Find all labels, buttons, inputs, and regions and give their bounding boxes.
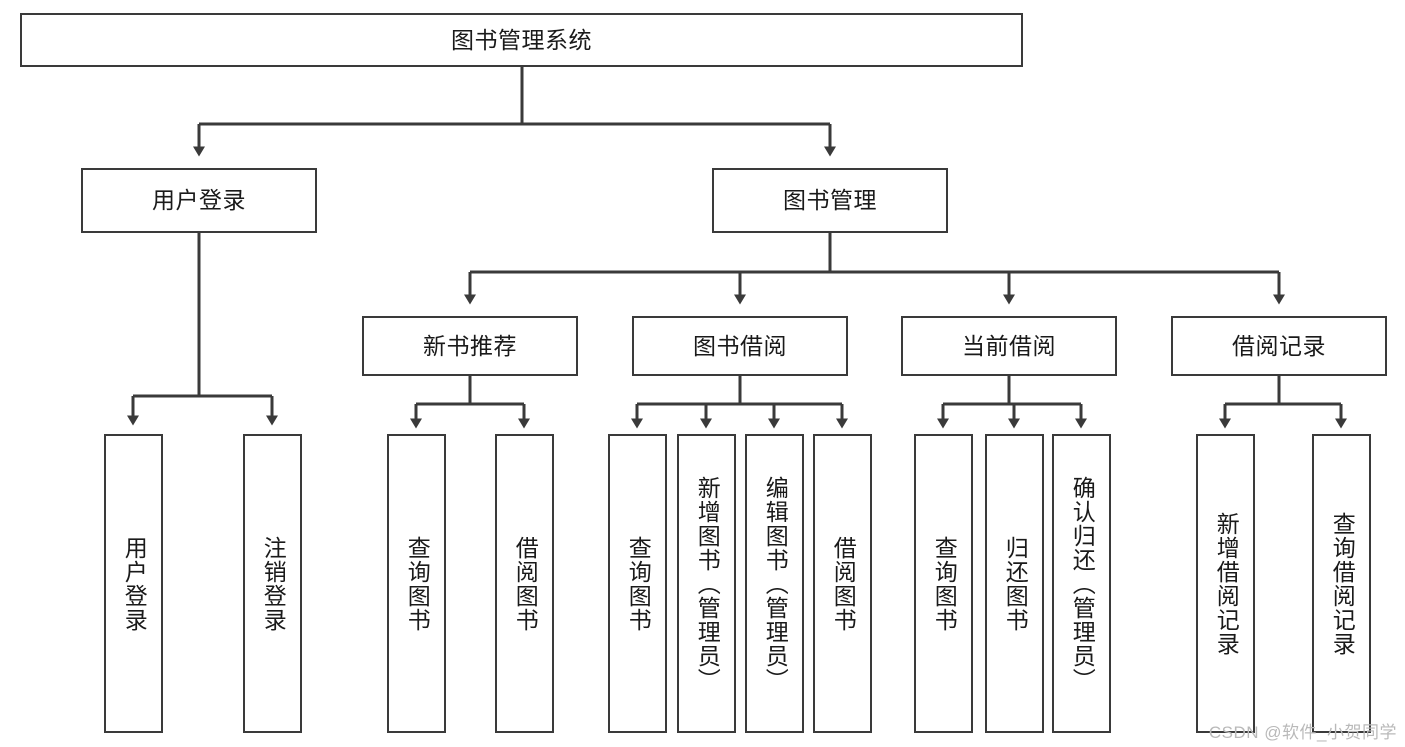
node-leaf-borrow-book-2-label: 借阅图书: [830, 535, 857, 632]
node-leaf-edit-book[interactable]: 编辑图书（管理员）: [745, 434, 804, 733]
node-leaf-logout-login[interactable]: 注销登录: [243, 434, 302, 733]
node-leaf-add-book-label: 新增图书（管理员）: [694, 475, 721, 692]
node-leaf-query-book-3-label: 查询图书: [931, 535, 958, 632]
node-new-book-recommend[interactable]: 新书推荐: [362, 316, 578, 376]
node-root-label: 图书管理系统: [451, 26, 592, 53]
node-leaf-logout-login-label: 注销登录: [260, 535, 287, 632]
node-leaf-borrow-book-1-label: 借阅图书: [512, 535, 539, 632]
node-leaf-add-record[interactable]: 新增借阅记录: [1196, 434, 1255, 733]
node-leaf-query-book-2[interactable]: 查询图书: [608, 434, 667, 733]
node-user-login-label: 用户登录: [152, 187, 246, 214]
node-root[interactable]: 图书管理系统: [20, 13, 1023, 67]
node-leaf-query-book-2-label: 查询图书: [625, 535, 652, 632]
node-book-manage-label: 图书管理: [783, 187, 877, 214]
node-leaf-borrow-book-2[interactable]: 借阅图书: [813, 434, 872, 733]
node-leaf-confirm-return[interactable]: 确认归还（管理员）: [1052, 434, 1111, 733]
node-leaf-borrow-book-1[interactable]: 借阅图书: [495, 434, 554, 733]
node-leaf-query-record[interactable]: 查询借阅记录: [1312, 434, 1371, 733]
node-current-borrow-label: 当前借阅: [962, 332, 1056, 359]
node-leaf-return-book-label: 归还图书: [1002, 535, 1029, 632]
node-user-login[interactable]: 用户登录: [81, 168, 317, 233]
node-leaf-return-book[interactable]: 归还图书: [985, 434, 1044, 733]
node-borrow-record[interactable]: 借阅记录: [1171, 316, 1387, 376]
node-leaf-add-record-label: 新增借阅记录: [1213, 511, 1240, 656]
node-borrow-record-label: 借阅记录: [1232, 332, 1326, 359]
csdn-watermark: CSDN @软件_小贺同学: [1208, 723, 1397, 742]
node-book-borrow-label: 图书借阅: [693, 332, 787, 359]
node-new-book-recommend-label: 新书推荐: [423, 332, 517, 359]
node-leaf-edit-book-label: 编辑图书（管理员）: [762, 475, 789, 692]
node-leaf-query-record-label: 查询借阅记录: [1329, 511, 1356, 656]
node-book-manage[interactable]: 图书管理: [712, 168, 948, 233]
node-leaf-query-book-1[interactable]: 查询图书: [387, 434, 446, 733]
node-leaf-user-login[interactable]: 用户登录: [104, 434, 163, 733]
node-leaf-query-book-3[interactable]: 查询图书: [914, 434, 973, 733]
node-leaf-query-book-1-label: 查询图书: [404, 535, 431, 632]
node-current-borrow[interactable]: 当前借阅: [901, 316, 1117, 376]
node-leaf-user-login-label: 用户登录: [121, 535, 148, 632]
node-leaf-confirm-return-label: 确认归还（管理员）: [1069, 475, 1096, 692]
node-book-borrow[interactable]: 图书借阅: [632, 316, 848, 376]
node-leaf-add-book[interactable]: 新增图书（管理员）: [677, 434, 736, 733]
